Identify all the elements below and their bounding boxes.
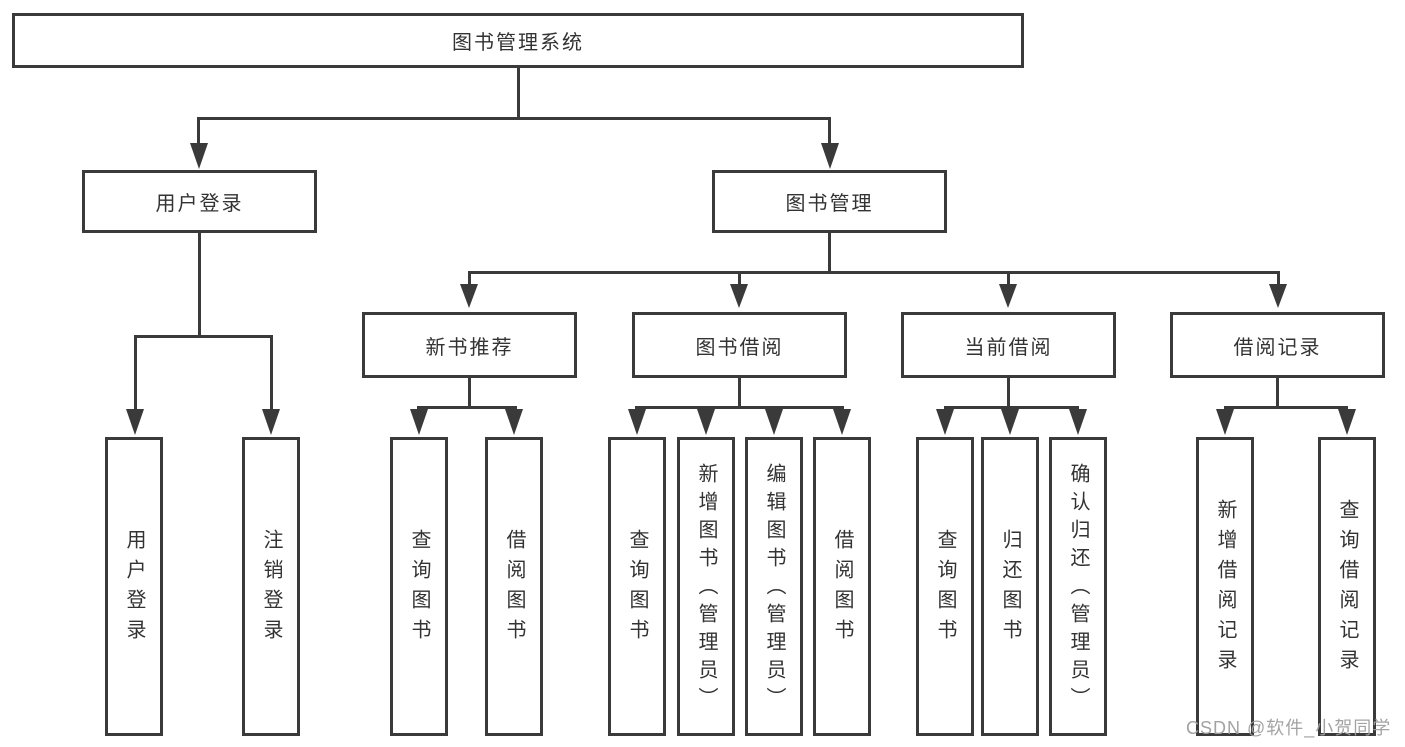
arrow-down-icon xyxy=(730,284,748,308)
leaf-current-query-book: 查询图书 xyxy=(916,437,974,736)
connector-borrowrecords-bar xyxy=(1224,406,1348,409)
node-new-book-recommend-label: 新书推荐 xyxy=(425,336,514,359)
connector-currentborrow-stem xyxy=(1007,378,1010,409)
leaf-query-borrow-record: 查询借阅记录 xyxy=(1318,437,1376,736)
arrow-down-icon xyxy=(460,284,478,308)
leaf-add-borrow-record-label: 新增借阅记录 xyxy=(1214,498,1236,679)
connector-bookmgmt-drop-2 xyxy=(738,271,741,286)
arrow-down-icon xyxy=(999,284,1017,308)
leaf-add-borrow-record: 新增借阅记录 xyxy=(1196,437,1254,736)
leaf-edit-book-admin-label: 编辑图书（管理员） xyxy=(763,462,785,715)
leaf-borrow-book: 借阅图书 xyxy=(813,437,871,736)
connector-bookmgmt-drop-4 xyxy=(1277,271,1280,286)
node-root-system: 图书管理系统 xyxy=(12,13,1024,68)
node-root-label: 图书管理系统 xyxy=(452,32,584,54)
csdn-watermark: CSDN @软件_小贺同学 xyxy=(1186,718,1392,738)
leaf-newbooks-borrow-book-label: 借阅图书 xyxy=(503,528,525,649)
leaf-return-book: 归还图书 xyxy=(981,437,1039,736)
connector-root-drop-left xyxy=(197,117,200,145)
leaf-borrow-query-book-label: 查询图书 xyxy=(626,528,648,649)
node-user-login-label: 用户登录 xyxy=(155,193,244,215)
leaf-add-book-admin: 新增图书（管理员） xyxy=(677,437,735,736)
connector-bookborrow-bar xyxy=(635,406,844,409)
leaf-add-book-admin-label: 新增图书（管理员） xyxy=(695,462,717,715)
connector-userlogin-drop-2 xyxy=(270,335,273,411)
connector-root-stem xyxy=(517,68,520,119)
connector-bookmgmt-drop-3 xyxy=(1007,271,1010,286)
arrow-down-icon xyxy=(1269,284,1287,308)
leaf-logout: 注销登录 xyxy=(242,437,300,736)
arrow-down-icon xyxy=(410,409,428,435)
connector-userlogin-bar xyxy=(134,335,273,338)
node-borrow-records-label: 借阅记录 xyxy=(1233,336,1322,359)
leaf-newbooks-query-book: 查询图书 xyxy=(390,437,448,736)
node-book-management-label: 图书管理 xyxy=(785,193,874,215)
leaf-current-query-book-label: 查询图书 xyxy=(934,528,956,649)
leaf-confirm-return-admin: 确认归还（管理员） xyxy=(1049,437,1107,736)
connector-borrowrecords-stem xyxy=(1276,378,1279,409)
arrow-down-icon xyxy=(1216,409,1234,435)
leaf-logout-label: 注销登录 xyxy=(260,528,282,649)
leaf-return-book-label: 归还图书 xyxy=(999,528,1021,649)
node-new-book-recommend: 新书推荐 xyxy=(362,312,577,378)
arrow-down-icon xyxy=(697,409,715,435)
arrow-down-icon xyxy=(1069,409,1087,435)
connector-bookmgmt-bar xyxy=(468,271,1280,274)
arrow-down-icon xyxy=(1001,409,1019,435)
node-book-borrow: 图书借阅 xyxy=(632,312,847,378)
leaf-user-login-label: 用户登录 xyxy=(123,528,145,649)
node-current-borrow: 当前借阅 xyxy=(901,312,1116,378)
arrow-down-icon xyxy=(765,409,783,435)
leaf-newbooks-query-book-label: 查询图书 xyxy=(408,528,430,649)
connector-userlogin-drop-1 xyxy=(134,335,137,411)
node-book-management: 图书管理 xyxy=(712,170,947,233)
arrow-down-icon xyxy=(126,409,144,435)
leaf-confirm-return-admin-label: 确认归还（管理员） xyxy=(1067,462,1089,715)
arrow-down-icon xyxy=(936,409,954,435)
arrow-down-icon xyxy=(190,143,208,169)
connector-newbooks-stem xyxy=(468,378,471,409)
node-user-login: 用户登录 xyxy=(82,170,317,233)
connector-bookmgmt-drop-1 xyxy=(468,271,471,286)
leaf-user-login: 用户登录 xyxy=(105,437,163,736)
connector-bookmgmt-stem xyxy=(828,233,831,274)
node-borrow-records: 借阅记录 xyxy=(1170,312,1385,378)
connector-bookborrow-stem xyxy=(738,378,741,409)
arrow-down-icon xyxy=(1338,409,1356,435)
arrow-down-icon xyxy=(262,409,280,435)
connector-root-drop-right xyxy=(828,117,831,145)
connector-newbooks-bar xyxy=(417,406,517,409)
leaf-edit-book-admin: 编辑图书（管理员） xyxy=(745,437,803,736)
node-current-borrow-label: 当前借阅 xyxy=(964,336,1053,359)
arrow-down-icon xyxy=(821,143,839,169)
leaf-borrow-book-label: 借阅图书 xyxy=(831,528,853,649)
arrow-down-icon xyxy=(505,409,523,435)
connector-userlogin-stem xyxy=(198,233,201,335)
leaf-newbooks-borrow-book: 借阅图书 xyxy=(485,437,543,736)
leaf-borrow-query-book: 查询图书 xyxy=(608,437,666,736)
arrow-down-icon xyxy=(628,409,646,435)
node-book-borrow-label: 图书借阅 xyxy=(695,336,784,359)
connector-root-bar xyxy=(197,117,831,120)
arrow-down-icon xyxy=(833,409,851,435)
leaf-query-borrow-record-label: 查询借阅记录 xyxy=(1336,498,1358,679)
connector-currentborrow-bar xyxy=(944,406,1079,409)
